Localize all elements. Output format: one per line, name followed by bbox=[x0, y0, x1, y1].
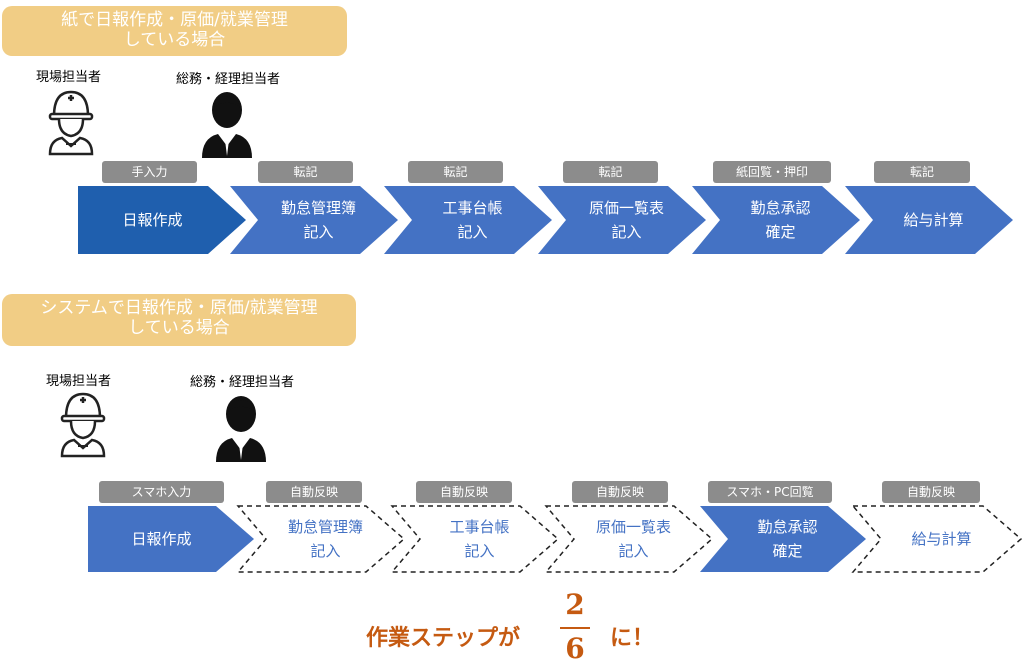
office-worker-icon bbox=[216, 396, 266, 462]
step-label: 勤怠承認確定 bbox=[728, 506, 847, 572]
step-label: 勤怠管理簿記入 bbox=[258, 186, 379, 254]
step-chevron bbox=[390, 505, 560, 573]
step-chevron bbox=[845, 186, 1013, 254]
step-method-tag: 紙回覧・押印 bbox=[713, 161, 831, 183]
construction-worker-icon bbox=[48, 90, 94, 156]
step-label-line2: 記入 bbox=[618, 542, 649, 560]
step-label: 給与計算 bbox=[881, 506, 1002, 572]
step-label-line1: 勤怠承認 bbox=[750, 199, 811, 217]
section2-banner-line1: システムで日報作成・原価/就業管理 bbox=[40, 298, 318, 318]
step-label: 勤怠承認確定 bbox=[720, 186, 841, 254]
section1-banner-line2: している場合 bbox=[123, 30, 226, 50]
step-chevron bbox=[236, 505, 406, 573]
step-label: 工事台帳記入 bbox=[420, 506, 539, 572]
step-method-tag: 転記 bbox=[563, 161, 658, 183]
step-method-tag: 転記 bbox=[408, 161, 503, 183]
step-label-line2: 記入 bbox=[464, 542, 495, 560]
step-method-tag: 自動反映 bbox=[416, 481, 512, 503]
section2-role-office: 総務・経理担当者 bbox=[190, 375, 295, 390]
step-chevron bbox=[384, 186, 552, 254]
step-label: 給与計算 bbox=[873, 186, 994, 254]
fraction-numerator: 2 bbox=[565, 588, 585, 621]
step-chevron bbox=[78, 186, 246, 254]
step-label-line1: 原価一覧表 bbox=[595, 518, 671, 536]
step-chevron bbox=[230, 186, 398, 254]
section1-role-field: 現場担当者 bbox=[36, 70, 102, 85]
step-method-tag: スマホ・PC回覧 bbox=[708, 481, 832, 503]
step-label-line2: 確定 bbox=[772, 542, 803, 560]
step-label-line1: 給与計算 bbox=[911, 530, 972, 548]
step-label-line1: 勤怠管理簿 bbox=[280, 199, 356, 217]
step-chevron bbox=[700, 506, 866, 572]
step-label-line1: 工事台帳 bbox=[442, 199, 503, 217]
step-label-line1: 給与計算 bbox=[903, 211, 964, 229]
step-method-tag: 自動反映 bbox=[266, 481, 362, 503]
step-label-line2: 記入 bbox=[303, 223, 334, 241]
conclusion-prefix: 作業ステップが bbox=[366, 626, 521, 651]
step-chevron bbox=[692, 186, 860, 254]
step-label: 工事台帳記入 bbox=[412, 186, 533, 254]
fraction-denominator: 6 bbox=[565, 632, 585, 665]
section1-banner-line1: 紙で日報作成・原価/就業管理 bbox=[61, 10, 288, 30]
section2-banner: システムで日報作成・原価/就業管理 している場合 bbox=[2, 294, 356, 346]
step-label-line2: 確定 bbox=[765, 223, 796, 241]
step-label: 日報作成 bbox=[78, 186, 227, 254]
step-label: 原価一覧表記入 bbox=[566, 186, 687, 254]
step-label-line1: 勤怠管理簿 bbox=[287, 518, 363, 536]
step-label-line1: 工事台帳 bbox=[449, 518, 510, 536]
conclusion-suffix: に！ bbox=[610, 626, 655, 651]
step-label-line1: 日報作成 bbox=[122, 211, 183, 229]
step-method-tag: 自動反映 bbox=[882, 481, 980, 503]
step-chevron bbox=[88, 506, 254, 572]
step-chevron bbox=[544, 505, 714, 573]
section1-role-office: 総務・経理担当者 bbox=[176, 72, 281, 87]
step-label-line1: 勤怠承認 bbox=[757, 518, 818, 536]
step-label: 日報作成 bbox=[88, 506, 235, 572]
step-label: 原価一覧表記入 bbox=[574, 506, 693, 572]
step-label-line2: 記入 bbox=[611, 223, 642, 241]
fraction-bar bbox=[560, 627, 590, 629]
step-label-line2: 記入 bbox=[457, 223, 488, 241]
section1-banner: 紙で日報作成・原価/就業管理 している場合 bbox=[2, 6, 347, 56]
step-method-tag: 自動反映 bbox=[572, 481, 668, 503]
step-method-tag: スマホ入力 bbox=[99, 481, 224, 503]
section2-role-field: 現場担当者 bbox=[46, 374, 112, 389]
step-label-line1: 日報作成 bbox=[131, 530, 192, 548]
step-label-line1: 原価一覧表 bbox=[588, 199, 664, 217]
section2-banner-line2: している場合 bbox=[128, 318, 230, 338]
step-chevron bbox=[851, 505, 1023, 573]
step-method-tag: 転記 bbox=[258, 161, 353, 183]
step-method-tag: 転記 bbox=[874, 161, 970, 183]
construction-worker-icon bbox=[60, 392, 106, 458]
step-label: 勤怠管理簿記入 bbox=[266, 506, 385, 572]
office-worker-icon bbox=[202, 92, 252, 158]
step-label-line2: 記入 bbox=[310, 542, 341, 560]
step-method-tag: 手入力 bbox=[102, 161, 197, 183]
step-chevron bbox=[538, 186, 706, 254]
